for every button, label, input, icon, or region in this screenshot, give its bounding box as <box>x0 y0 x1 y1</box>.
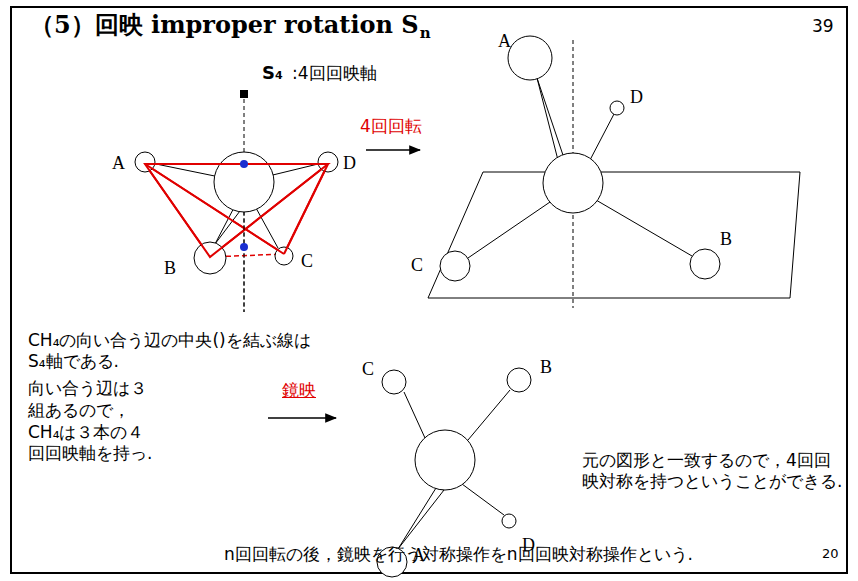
explanation: CH₄の向い合う辺の中央()を結ぶ線はS₄軸である. <box>28 330 328 373</box>
atom-label: A <box>112 152 125 175</box>
atom-label: C <box>301 250 313 273</box>
reflect-arrow <box>268 417 336 419</box>
slide-title: （5）回映 improper rotation S <box>30 10 419 40</box>
atom-label: A <box>498 30 511 53</box>
atom-label: B <box>540 356 552 379</box>
rotated-molecule <box>428 36 800 308</box>
explanation: 向い合う辺は３組あるので，CH₄は３本の４回回映軸を持っ. <box>28 378 156 465</box>
atom-label: D <box>630 86 643 109</box>
slide-frame <box>11 7 847 573</box>
caption: n回回転の後，鏡映を行う対称操作をn回回映対称操作という. <box>224 544 693 565</box>
page-number: 39 <box>812 16 834 37</box>
methane-tetrahedron <box>135 90 338 312</box>
atom-label: D <box>343 152 356 175</box>
axis-symbol: S₄ <box>262 62 283 85</box>
axis-name: :4回回映軸 <box>292 63 377 84</box>
title-subscript: n <box>420 24 431 43</box>
rotate-arrow <box>366 149 420 151</box>
atom-label: C <box>362 358 374 381</box>
page-number: 20 <box>822 546 839 562</box>
atom-label: B <box>164 257 176 280</box>
operation-label: 鏡映 <box>282 380 316 401</box>
explanation: 元の図形と一致するので，4回回映対称を持つということができる. <box>582 450 844 493</box>
atom-label: C <box>411 254 423 277</box>
operation-label: 4回回転 <box>360 116 422 137</box>
atom-label: B <box>720 228 732 251</box>
